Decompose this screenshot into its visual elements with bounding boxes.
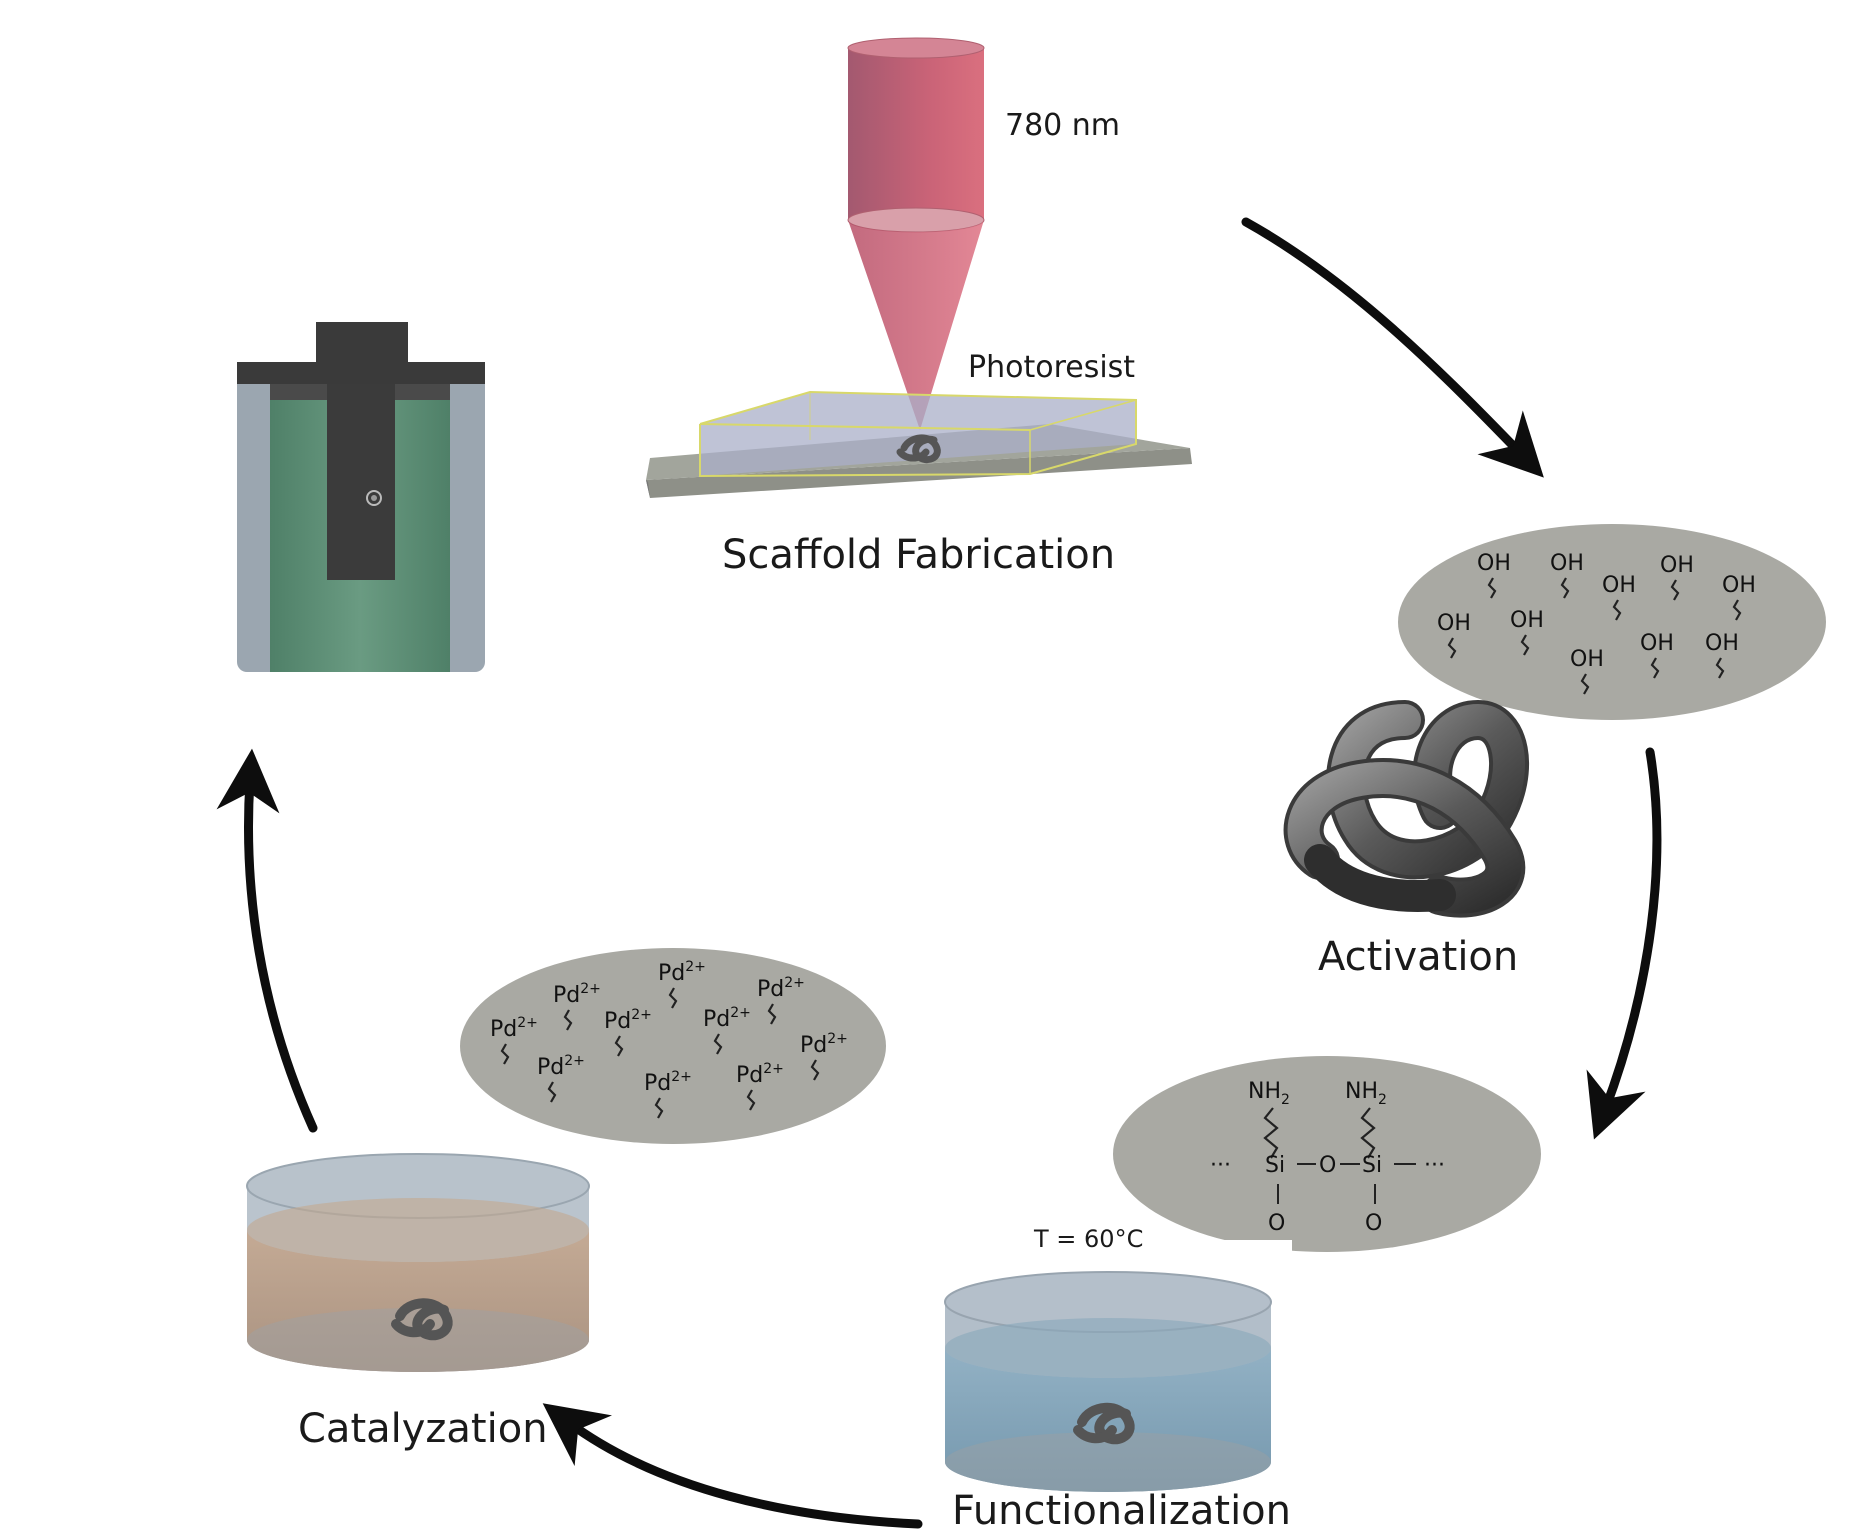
amine-right: NH2 [1345, 1079, 1387, 1108]
oh-group: OH [1660, 553, 1694, 601]
oh-group: OH [1602, 573, 1636, 621]
catalyzation-disk: Pd2+Pd2+Pd2+Pd2+Pd2+Pd2+Pd2+Pd2+Pd2+Pd2+ [460, 948, 886, 1144]
arrow-functionalization-to-catalyzation [542, 1403, 923, 1529]
pd-ion: Pd2+ [658, 959, 706, 1009]
activation-label: Activation [1318, 934, 1518, 980]
pd-ion: Pd2+ [703, 1005, 751, 1055]
arrow-activation-to-functionalization [1586, 747, 1662, 1140]
pd-label: Pd2+ [644, 1069, 692, 1096]
oxygen-left: O [1268, 1211, 1285, 1236]
oh-label: OH [1570, 647, 1604, 672]
silicon-right: Si [1362, 1153, 1382, 1178]
oh-group: OH [1437, 611, 1471, 659]
pd-label: Pd2+ [757, 975, 805, 1002]
laser-beam [847, 37, 985, 430]
pd-label: Pd2+ [736, 1061, 784, 1088]
wavelength-label: 780 nm [1005, 108, 1120, 143]
functionalization-disk: NH2 NH2 ··· Si O Si ··· O O [1112, 1056, 1541, 1280]
knot-in-photoresist [896, 434, 941, 464]
pd-ion: Pd2+ [537, 1053, 585, 1103]
oh-label: OH [1705, 631, 1739, 656]
pd-ion: Pd2+ [604, 1007, 652, 1057]
oh-label: OH [1722, 573, 1756, 598]
pd-label: Pd2+ [604, 1007, 652, 1034]
oh-label: OH [1660, 553, 1694, 578]
functionalization-label: Functionalization [952, 1488, 1291, 1534]
bridging-oxygen: O [1319, 1153, 1336, 1178]
oh-label: OH [1640, 631, 1674, 656]
pd-label: Pd2+ [703, 1005, 751, 1032]
activation-disk: OH OH OH OH OH OH OH OH OH OH [1398, 524, 1826, 720]
knot-in-catalyzation-bath [391, 1298, 453, 1341]
oxygen-right: O [1365, 1211, 1382, 1236]
pd-ion: Pd2+ [490, 1015, 538, 1065]
photoresist-label: Photoresist [968, 350, 1135, 385]
catalyzation-label: Catalyzation [298, 1406, 548, 1452]
oh-group: OH [1510, 608, 1544, 656]
oh-label: OH [1510, 608, 1544, 633]
oh-group: OH [1722, 573, 1756, 621]
pd-ion: Pd2+ [736, 1061, 784, 1111]
plating-bath [237, 322, 485, 672]
oh-label: OH [1437, 611, 1471, 636]
trefoil-knot-icon [1283, 699, 1529, 918]
pd-label: Pd2+ [553, 981, 601, 1008]
knot-in-functionalization-bath [1073, 1402, 1135, 1445]
functionalization-bath [944, 1271, 1272, 1492]
pd-ion: Pd2+ [800, 1031, 848, 1081]
pd-label: Pd2+ [490, 1015, 538, 1042]
ellipsis-right: ··· [1424, 1153, 1445, 1178]
oh-group: OH [1570, 647, 1604, 695]
ellipsis-left: ··· [1210, 1153, 1231, 1178]
scaffold-fabrication-stage: 780 nm Photoresist Scaffold Fabrication [646, 37, 1192, 578]
amine-left: NH2 [1248, 1079, 1290, 1108]
oh-group: OH [1705, 631, 1739, 679]
oh-group: OH [1477, 551, 1511, 599]
pd-ion: Pd2+ [644, 1069, 692, 1119]
silane-structure: NH2 NH2 ··· Si O Si ··· O O [1210, 1079, 1445, 1236]
pd-ion: Pd2+ [553, 981, 601, 1031]
oh-label: OH [1477, 551, 1511, 576]
pd-label: Pd2+ [658, 959, 706, 986]
photoresist-block [699, 390, 1137, 478]
oh-group: OH [1640, 631, 1674, 679]
pd-ion: Pd2+ [757, 975, 805, 1025]
scaffold-fabrication-label: Scaffold Fabrication [722, 532, 1115, 578]
pd-ions: Pd2+Pd2+Pd2+Pd2+Pd2+Pd2+Pd2+Pd2+Pd2+Pd2+ [490, 959, 848, 1119]
oh-label: OH [1550, 551, 1584, 576]
pd-label: Pd2+ [800, 1031, 848, 1058]
oh-group: OH [1550, 551, 1584, 599]
temperature-label: T = 60°C [1033, 1225, 1143, 1253]
arrow-catalyzation-to-plating [216, 748, 318, 1133]
arrow-fabrication-to-activation [1241, 217, 1544, 478]
oh-groups: OH OH OH OH OH OH OH OH OH OH [1437, 551, 1756, 695]
silicon-left: Si [1265, 1153, 1285, 1178]
pd-label: Pd2+ [537, 1053, 585, 1080]
oh-label: OH [1602, 573, 1636, 598]
catalyzation-bath [246, 1153, 590, 1372]
sample-holder [327, 384, 395, 580]
